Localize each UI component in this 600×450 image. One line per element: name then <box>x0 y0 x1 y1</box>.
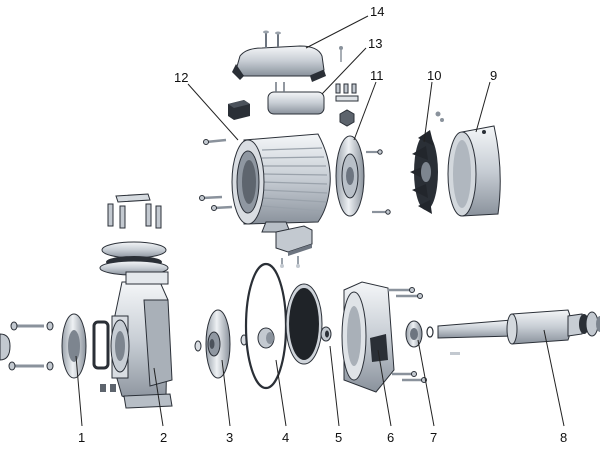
part-13-screws <box>335 46 359 102</box>
part-10-fan <box>410 130 438 214</box>
part-3-impeller <box>205 309 231 379</box>
part-2-pump-casing <box>100 271 173 409</box>
part-14-terminal-cover <box>232 30 326 82</box>
callout-6: 6 <box>387 430 394 445</box>
clip <box>435 111 441 117</box>
mechanical-seal <box>257 327 275 349</box>
diffuser-disk <box>285 283 323 365</box>
callout-8: 8 <box>560 430 567 445</box>
callout-4: 4 <box>282 430 289 445</box>
callout-12: 12 <box>174 70 188 85</box>
washer <box>194 340 202 352</box>
inlet-fitting <box>0 333 11 361</box>
clip <box>440 118 444 122</box>
part-11-end-bracket <box>335 135 391 217</box>
part-6-pump-bracket <box>341 281 427 393</box>
callout-7: 7 <box>430 430 437 445</box>
leader-lines <box>75 15 565 427</box>
part-5-seal-ring <box>320 326 332 342</box>
part-1-inlet-flange <box>61 313 87 379</box>
callout-5: 5 <box>335 430 342 445</box>
callout-9: 9 <box>490 68 497 83</box>
inlet-bolts <box>8 321 54 371</box>
part-9-fan-cover <box>447 125 501 217</box>
part-13-capacitor <box>267 82 325 115</box>
callout-3: 3 <box>226 430 233 445</box>
callout-13: 13 <box>368 36 382 51</box>
terminal-block <box>228 100 250 120</box>
motor-feet <box>275 225 313 268</box>
callout-numbers: 1 2 3 4 5 6 7 8 9 10 11 12 13 14 <box>78 4 567 445</box>
callout-11: 11 <box>370 68 384 83</box>
part-4-o-ring <box>244 262 288 390</box>
callout-1: 1 <box>78 430 85 445</box>
callout-14: 14 <box>370 4 384 19</box>
casing-bolts <box>107 193 162 229</box>
seal-plate <box>99 241 169 276</box>
callout-2: 2 <box>160 430 167 445</box>
part-12-motor-housing <box>199 133 331 233</box>
part-8-rotor-shaft <box>437 309 600 355</box>
nut <box>339 109 355 127</box>
inlet-gasket <box>92 320 110 370</box>
part-7-bearing <box>405 320 434 348</box>
callout-10: 10 <box>427 68 441 83</box>
